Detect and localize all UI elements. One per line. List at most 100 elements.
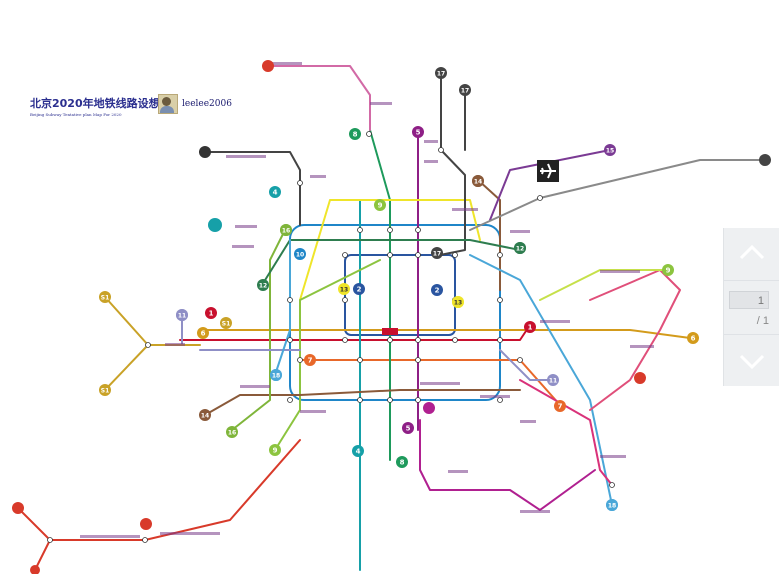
line-17 xyxy=(439,72,466,256)
line-badge-label: 17 xyxy=(461,88,469,95)
line-badge-label: 7 xyxy=(308,357,313,365)
author-avatar[interactable] xyxy=(158,94,178,114)
line-badge-label: 5 xyxy=(406,425,411,433)
line-badge-circle xyxy=(472,175,484,187)
line-badge-circle xyxy=(396,456,408,468)
line-badge-label: 17 xyxy=(437,71,445,78)
line-badge-label: 11 xyxy=(178,313,186,320)
line-badge-circle xyxy=(349,128,361,140)
airport-icon xyxy=(537,160,559,182)
line-18 xyxy=(274,239,613,506)
line-badge-7: 7 xyxy=(554,400,566,412)
line-badge-circle xyxy=(220,317,232,329)
line-badge-8: 8 xyxy=(396,456,408,468)
line-badge-circle xyxy=(304,354,316,366)
station-label-texture xyxy=(80,62,654,538)
line-badge-circle xyxy=(280,224,292,236)
line-s1 xyxy=(104,296,149,391)
line-badge-label: 13 xyxy=(340,287,348,294)
line-badge-4: 4 xyxy=(352,445,364,457)
line-badge-5: 5 xyxy=(412,126,424,138)
line-badge-circle xyxy=(662,264,674,276)
line-badge-label: 12 xyxy=(516,246,524,253)
line-badge-2: 2 xyxy=(353,283,365,295)
line-badge-6: 6 xyxy=(197,327,209,339)
line-badge-circle xyxy=(99,384,111,396)
line-airport xyxy=(469,159,769,231)
chevron-up-icon xyxy=(739,244,765,260)
line-badge-circle xyxy=(352,445,364,457)
line-badge-circle xyxy=(257,279,269,291)
page-number-input[interactable]: 1 xyxy=(729,291,769,309)
line-badge-1: 1 xyxy=(205,307,217,319)
line-10-loop xyxy=(289,224,501,401)
page-navigator: 1 / 1 xyxy=(723,228,779,386)
author-info: leelee2006 xyxy=(158,94,232,114)
line-badge-circle xyxy=(435,67,447,79)
line-badge-label: 18 xyxy=(608,503,616,510)
line-badge-circle xyxy=(176,309,188,321)
line-fangshan-b xyxy=(34,539,51,571)
map-title: 北京2020年地铁线路设想图 xyxy=(30,97,171,110)
line-badge-label: 2 xyxy=(435,287,440,295)
line-yizhuang xyxy=(519,379,613,486)
line-badge-label: 18 xyxy=(272,373,280,380)
line-badge-label: S1 xyxy=(101,388,110,395)
line-16 xyxy=(231,229,286,431)
tiananmen-marker xyxy=(382,328,398,335)
line-badge-circle xyxy=(197,327,209,339)
line-badge-circle xyxy=(353,283,365,295)
line-badge-label: 16 xyxy=(228,430,236,437)
line-badge-11: 11 xyxy=(547,374,559,386)
line-badge-circle xyxy=(514,242,526,254)
line-badge-label: 17 xyxy=(433,251,441,258)
line-badge-label: 9 xyxy=(666,267,671,275)
line-badge-14: 14 xyxy=(199,409,211,421)
line-badge-label: 1 xyxy=(528,324,533,332)
line-2-loop xyxy=(344,254,456,336)
line-badge-circle xyxy=(459,84,471,96)
page-total: / 1 xyxy=(756,315,769,327)
line-badge-5: 5 xyxy=(402,422,414,434)
line-badge-s1: S1 xyxy=(99,384,111,396)
line-badge-label: 9 xyxy=(378,202,383,210)
map-lines xyxy=(17,65,769,571)
stations xyxy=(47,131,615,543)
line-badge-4: 4 xyxy=(269,186,281,198)
line-badge-10: 10 xyxy=(294,248,306,260)
line-badge-circle xyxy=(452,296,464,308)
line-badge-label: 8 xyxy=(353,131,358,139)
map-subtitle: Beijing Subway Tentative plan Map For 20… xyxy=(30,112,122,117)
line-badge-14: 14 xyxy=(472,175,484,187)
line-badge-label: 11 xyxy=(549,378,557,385)
line-badge-circle xyxy=(199,409,211,421)
line-13 xyxy=(299,199,481,301)
line-badge-circle xyxy=(606,499,618,511)
line-badge-label: 4 xyxy=(356,448,361,456)
line-badge-circle xyxy=(431,247,443,259)
line-badge-9: 9 xyxy=(374,199,386,211)
line-badge-label: 13 xyxy=(454,300,462,307)
line-15 xyxy=(489,149,611,221)
line-badge-label: 7 xyxy=(558,403,563,411)
line-badge-s1: S1 xyxy=(99,291,111,303)
line-badge-12: 12 xyxy=(257,279,269,291)
line-daxing xyxy=(419,419,596,511)
author-name[interactable]: leelee2006 xyxy=(182,99,232,109)
line-badge-18: 18 xyxy=(270,369,282,381)
previous-page-button[interactable] xyxy=(724,228,779,278)
line-badge-1: 1 xyxy=(524,321,536,333)
line-badge-circle xyxy=(687,332,699,344)
line-badge-label: 10 xyxy=(296,252,304,259)
line-northwest xyxy=(199,151,301,226)
line-badge-circle xyxy=(412,126,424,138)
line-badge-label: 14 xyxy=(201,413,209,420)
line-1 xyxy=(179,324,531,341)
line-badge-circle xyxy=(431,284,443,296)
line-badge-s1: S1 xyxy=(220,317,232,329)
line-badge-7: 7 xyxy=(304,354,316,366)
next-page-button[interactable] xyxy=(724,336,779,386)
line-14 xyxy=(204,389,521,416)
line-badge-label: 2 xyxy=(357,286,362,294)
